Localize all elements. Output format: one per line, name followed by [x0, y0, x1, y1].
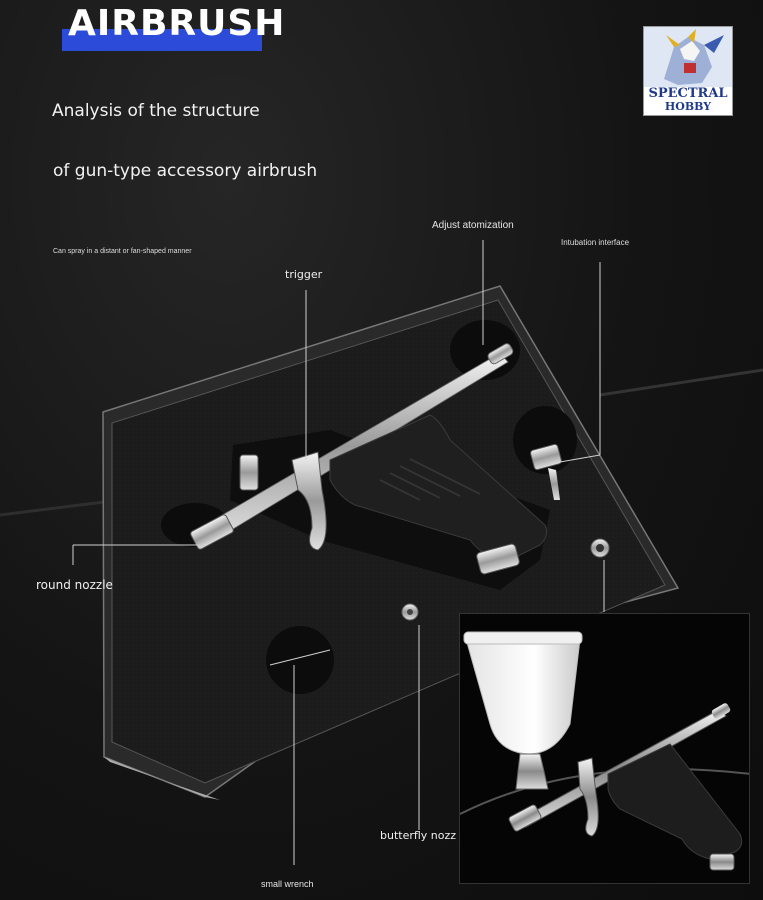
- headline-line2: of gun-type accessory airbrush: [53, 161, 318, 181]
- airbrush-trigger: [291, 451, 327, 551]
- spray-note-label: Can spray in a distant or fan-shaped man…: [53, 248, 192, 255]
- butterfly-nozzle-label: butterfly nozz: [380, 829, 457, 842]
- cutout-hole: [266, 626, 334, 694]
- background-streak: [599, 368, 763, 397]
- air-fitting: [476, 543, 520, 575]
- intubation-interface-label: Intubation interface: [561, 238, 630, 247]
- logo-text-line2: HOBBY: [664, 100, 712, 113]
- airbrush-grip: [329, 414, 548, 561]
- spectral-hobby-logo: SPECTRAL HOBBY: [643, 26, 733, 116]
- headline-line1: Analysis of the structure: [52, 101, 260, 121]
- round-nozzle-label: round nozzle: [36, 578, 113, 592]
- cup-connector: [239, 454, 259, 491]
- grip-texture: [379, 458, 481, 501]
- brand-title: AIRBRUSH: [68, 3, 286, 44]
- adjust-atomization-label: Adjust atomization: [432, 220, 514, 231]
- spare-nozzle-hole: [407, 609, 413, 615]
- inset-trigger: [577, 757, 599, 837]
- airbrush-with-cup-illustration: [460, 614, 749, 883]
- butterfly-nozzle-hole: [596, 544, 604, 552]
- inset-grip: [607, 743, 743, 860]
- intubation-tip: [548, 468, 560, 500]
- trigger-label: trigger: [285, 268, 323, 281]
- small-wrench-label: small wrench: [261, 879, 314, 889]
- cup-fitting: [515, 753, 549, 790]
- airbrush-nozzle: [190, 514, 234, 550]
- robot-mascot-icon: [644, 27, 732, 87]
- annotation-lines: [72, 240, 605, 865]
- intubation-part: [530, 443, 562, 471]
- needle-cap: [487, 343, 514, 365]
- inset-needle-cap: [711, 703, 731, 719]
- brand-banner: [62, 29, 262, 51]
- inset-nozzle: [508, 804, 542, 832]
- logo-text-line1: SPECTRAL: [648, 86, 728, 101]
- paint-cup-lid: [463, 631, 583, 645]
- inset-air-fitting: [709, 853, 735, 871]
- inset-photo: [459, 613, 750, 884]
